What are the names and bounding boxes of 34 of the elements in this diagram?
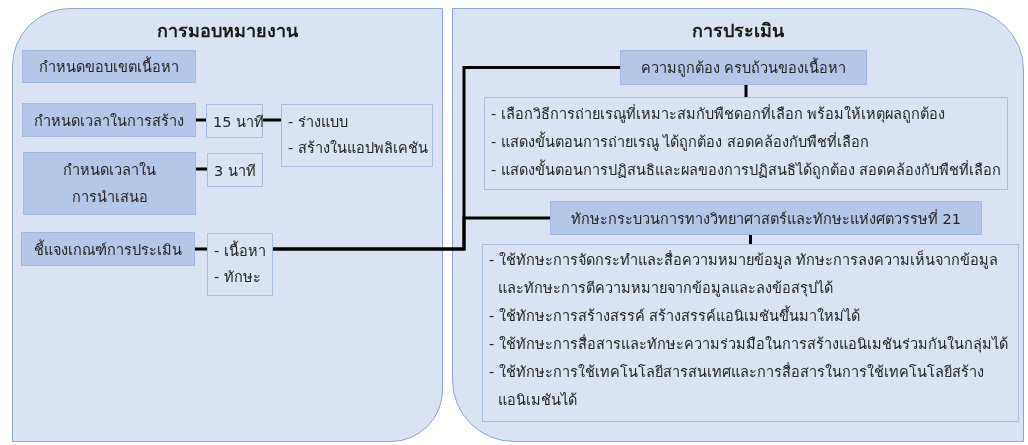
list-item: - สร้างในแอปพลิเคชัน [288, 139, 429, 158]
connector-line [196, 167, 207, 171]
topic-box: กำหนดเวลาในการนำเสนอ [23, 152, 196, 215]
list-box [207, 233, 273, 296]
list-item: - แสดงขั้นตอนการถ่ายเรณู ได้ถูกต้อง สอดคล้องกับพืชที่เลือก [491, 128, 1004, 156]
list-item: - แสดงขั้นตอนการปฏิสนธิและผลของการปฏิสนธิได้ถูกต้อง สอดคล้องกับพืชที่เลือก [491, 156, 1004, 184]
list-item: - เนื้อหา [214, 238, 269, 264]
list-item: - ทักษะ [214, 268, 262, 287]
rounded-panel [452, 8, 1024, 442]
connector-line [195, 247, 207, 251]
list-item: - ใช้ทักษะการจัดกระทำและสื่อความหมายข้อมูล ทักษะการลงความเห็นจากข้อมูลและทักษะการตีความหมายจากข้อมูลและลงข้อสรุปได้ [489, 249, 1000, 299]
rounded-panel [12, 8, 443, 442]
topic-box: ความถูกต้อง ครบถ้วนของเนื้อหา [620, 50, 867, 85]
topic-box: กำหนดเวลาในการสร้าง [22, 103, 196, 137]
list-item: - ใช้ทักษะการสร้างสรรค์ สร้างสรรค์แอนิเมชันขึ้นมาใหม่ได้ [489, 302, 1016, 330]
connector-line [749, 235, 752, 244]
duration-box: 15 นาที [206, 104, 263, 138]
connector-line [263, 118, 281, 122]
list-box [281, 104, 433, 167]
connector-line [273, 216, 550, 251]
list-box [484, 97, 1008, 190]
list-item: - ใช้ทักษะการใช้เทคโนโลยีสารสนเทศและการสื่อสารในการใช้เทคโนโลยีสร้างแอนิเมชันได้ [489, 361, 985, 410]
panel-title: การประเมิน [691, 19, 785, 43]
list-item: - ใช้ทักษะการสื่อสารและทักษะความร่วมมือในการสร้างแอนิเมชันร่วมกันในกลุ่มได้ [489, 333, 1009, 355]
list-item: - ร่างแบบ [288, 113, 349, 132]
list-box [482, 244, 1019, 422]
list-item: - เลือกวิธีการถ่ายเรณูที่เหมาะสมกับพืชดอกที่เลือก พร้อมให้เหตุผลถูกต้อง [491, 103, 947, 125]
topic-box: ชี้แจงเกณฑ์การประเมิน [21, 232, 195, 266]
connector-line [744, 85, 748, 97]
connector-line [196, 118, 206, 122]
topic-box: กำหนดขอบเขตเนื้อหา [22, 50, 196, 83]
panel-title: การมอบหมายงาน [156, 19, 299, 43]
duration-box: 3 นาที [207, 153, 263, 187]
topic-box: ทักษะกระบวนการทางวิทยาศาสตร์และทักษะแห่งศตวรรษที่ 21 [550, 201, 982, 235]
